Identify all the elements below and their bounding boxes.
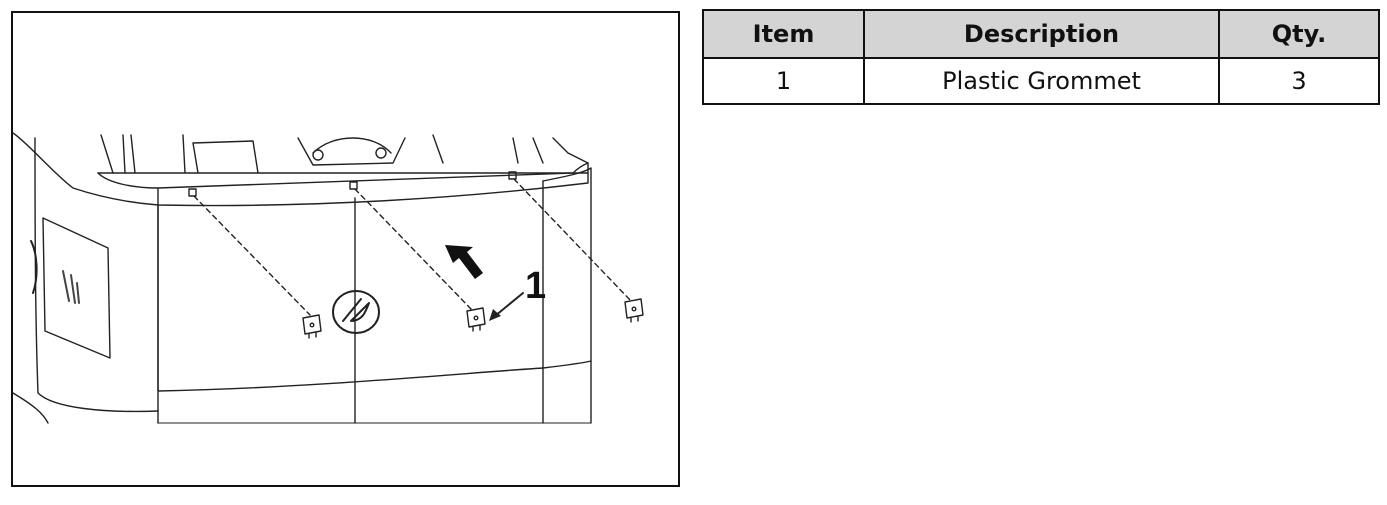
grommet-removal-illustration: 1 xyxy=(13,132,644,424)
mount-hole-center xyxy=(349,181,358,190)
table-row: 1 Plastic Grommet 3 xyxy=(701,57,1380,105)
side-emblem xyxy=(30,240,38,294)
table-header-row: Item Description Qty. xyxy=(701,9,1380,59)
center-emblem-glyph xyxy=(342,298,370,322)
center-emblem xyxy=(332,290,380,334)
cell-description: Plastic Grommet xyxy=(863,57,1221,105)
leader-line-right xyxy=(513,178,632,302)
cell-item: 1 xyxy=(701,57,866,105)
header-item: Item xyxy=(701,9,866,59)
parts-table: Item Description Qty. 1 Plastic Grommet … xyxy=(701,9,1380,105)
callout-leader xyxy=(494,292,524,317)
grommet-right xyxy=(624,298,644,323)
grommet-left xyxy=(302,314,322,339)
header-description: Description xyxy=(863,9,1221,59)
body-left-panel xyxy=(34,137,159,413)
side-brand-glyphs xyxy=(62,270,80,304)
body-lower-left-curve xyxy=(13,392,49,424)
body-right-lower xyxy=(542,360,592,369)
body-left-contour xyxy=(13,132,159,424)
top-bolt-left xyxy=(312,149,324,161)
side-recess-panel xyxy=(42,217,111,359)
top-components-right xyxy=(432,134,589,164)
top-trim xyxy=(157,162,589,207)
top-lip xyxy=(97,162,589,189)
leader-line-center xyxy=(354,188,472,310)
figure-frame: 1 xyxy=(11,11,680,487)
header-qty: Qty. xyxy=(1218,9,1380,59)
grommet-center xyxy=(466,307,486,332)
top-components-left xyxy=(100,134,259,174)
body-right-side xyxy=(542,167,592,424)
top-bolt-right xyxy=(375,147,387,159)
leader-line-left xyxy=(193,195,311,316)
callout-label: 1 xyxy=(525,265,546,307)
callout-arrowhead xyxy=(489,309,501,321)
direction-arrow-icon xyxy=(445,245,483,279)
top-components-center xyxy=(297,137,406,166)
rear-panel-lower-edge xyxy=(157,204,544,392)
cell-qty: 3 xyxy=(1218,57,1380,105)
mount-hole-right xyxy=(508,171,517,180)
mount-hole-left xyxy=(188,188,197,197)
